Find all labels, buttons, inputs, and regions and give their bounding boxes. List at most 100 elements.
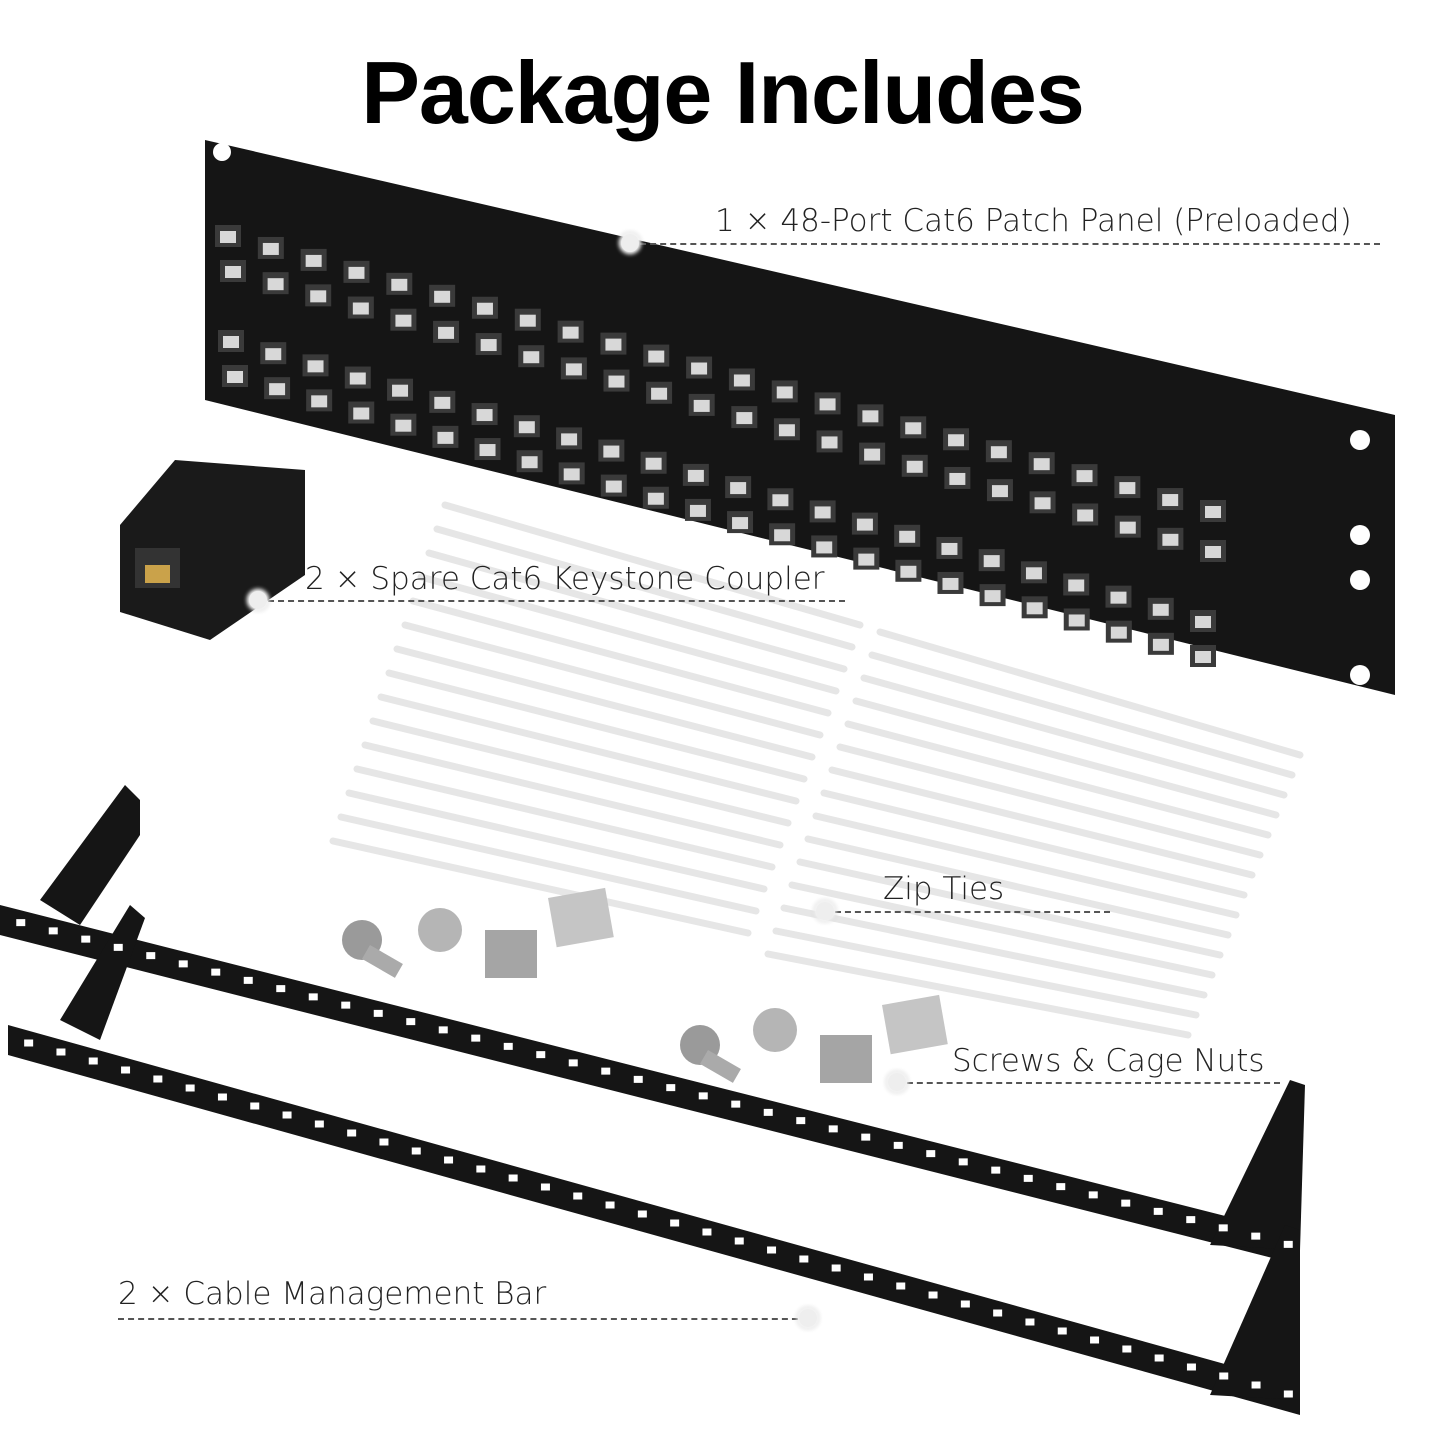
port-contacts (736, 412, 753, 425)
bars-label: 2 × Cable Management Bar (118, 1276, 547, 1312)
port-contacts (983, 555, 1000, 568)
zip-tie (409, 597, 832, 717)
port-contacts (480, 339, 497, 352)
patch-panel-leader-line (630, 243, 1380, 245)
port-contacts (605, 480, 622, 493)
bar-slot (243, 976, 253, 984)
port-contacts (311, 395, 328, 408)
port-contacts (608, 375, 625, 388)
zip-tie (369, 717, 792, 827)
bar-slot (670, 1219, 680, 1227)
bar-slot (379, 1138, 389, 1146)
bar-slot (763, 1108, 773, 1116)
port-contacts (1026, 602, 1043, 615)
port-contacts (778, 424, 795, 437)
port-contacts (434, 290, 451, 303)
port-contacts (518, 421, 535, 434)
port-contacts (479, 444, 496, 457)
port-contacts (906, 460, 923, 473)
port-contacts (1068, 579, 1085, 592)
port-contacts (856, 518, 873, 531)
port-contacts (1034, 497, 1051, 510)
bar-slot (799, 1255, 809, 1263)
bar-slot (56, 1048, 66, 1056)
port-contacts (223, 336, 239, 348)
zip-tie (393, 645, 816, 761)
port-contacts (1205, 506, 1221, 518)
bar-slot (347, 1129, 357, 1137)
bar-slot (1283, 1240, 1293, 1248)
port-contacts (269, 383, 286, 396)
port-contacts (437, 431, 454, 444)
port-contacts (521, 456, 538, 469)
port-contacts (772, 494, 789, 507)
port-contacts (1033, 458, 1050, 471)
bar-slot (153, 1075, 163, 1083)
bar-slot (1218, 1224, 1228, 1232)
bar-slot (1121, 1199, 1131, 1207)
bars-leader-line (118, 1318, 808, 1320)
port-contacts (899, 530, 916, 543)
port-contacts (220, 231, 236, 243)
port-contacts (262, 242, 279, 255)
port-contacts (352, 302, 369, 315)
zip-tie (868, 651, 1296, 779)
bar-slot (178, 960, 188, 968)
port-contacts (691, 362, 708, 375)
port-contacts (1152, 603, 1169, 616)
port-contacts (733, 374, 750, 387)
bar-slot (573, 1192, 583, 1200)
port-contacts (562, 326, 579, 339)
port-contacts (1152, 638, 1169, 651)
port-contacts (693, 399, 710, 412)
bar-slot (113, 943, 123, 951)
patch-panel-dot (621, 234, 639, 252)
screws-dot (888, 1073, 906, 1091)
port-contacts (941, 542, 958, 555)
bar-slot (373, 1009, 383, 1017)
zip-ties-leader-line (825, 911, 1110, 913)
port-contacts (689, 504, 706, 517)
bar-slot (702, 1228, 712, 1236)
coupler-leader-line (258, 600, 845, 602)
zip-tie (377, 693, 800, 805)
bar-slot (731, 1100, 741, 1108)
bar-slot (314, 1120, 324, 1128)
zip-tie (417, 573, 840, 695)
bar-slot (1154, 1354, 1164, 1362)
port-contacts (265, 348, 282, 361)
port-contacts (395, 419, 412, 432)
port-contacts (434, 396, 451, 409)
port-contacts (991, 485, 1008, 498)
port-contacts (392, 384, 409, 397)
bar-slot (276, 985, 286, 993)
bar-slot (341, 1001, 351, 1009)
port-contacts (1110, 626, 1127, 639)
bar-slot (926, 1150, 936, 1158)
port-contacts (647, 492, 664, 505)
zip-tie (812, 812, 1240, 919)
bar-slot (48, 927, 58, 935)
bar-slot (536, 1051, 546, 1059)
bar-slot (1283, 1390, 1293, 1398)
port-contacts (687, 469, 704, 482)
bar-slot (734, 1237, 744, 1245)
bar-slot (1023, 1174, 1033, 1182)
zip-ties-dot (816, 902, 834, 920)
port-contacts (1068, 614, 1085, 627)
bar-slot (24, 1039, 34, 1047)
patch-panel-label: 1 × 48-Port Cat6 Patch Panel (Preloaded) (715, 203, 1352, 239)
port-contacts (814, 506, 831, 519)
port-contacts (605, 338, 622, 351)
bar-slot (666, 1084, 676, 1092)
bar-slot (637, 1210, 647, 1218)
port-contacts (395, 314, 412, 327)
port-contacts (1195, 651, 1211, 663)
port-contacts (862, 410, 879, 423)
bar-slot (633, 1075, 643, 1083)
bar-slot (121, 1066, 131, 1074)
bar-slot (503, 1042, 513, 1050)
zip-tie (385, 669, 808, 783)
bar-slot (1056, 1183, 1066, 1191)
port-contacts (1025, 567, 1042, 580)
